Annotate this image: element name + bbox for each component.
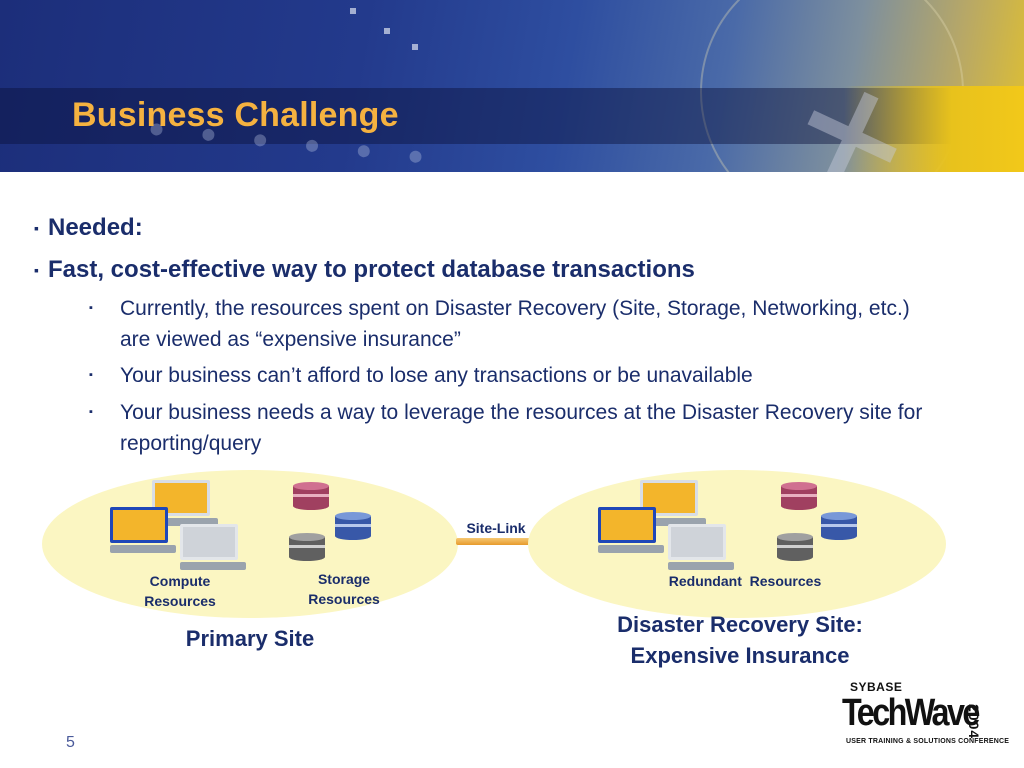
square-bullet-icon: ▪ (34, 262, 39, 278)
page-number: 5 (66, 734, 75, 751)
dr-site-ellipse (528, 470, 946, 618)
storage-resources-label: Storage Resources (284, 569, 404, 609)
square-bullet-icon: ▪ (89, 302, 93, 314)
bullet-text: Your business can’t afford to lose any t… (120, 364, 753, 387)
bullet-text: Fast, cost-effective way to protect data… (48, 256, 695, 283)
primary-site-ellipse (42, 470, 458, 618)
bullet-text: Needed: (48, 214, 143, 241)
banner-yellow-accent (844, 86, 1024, 172)
logo-brand: SYBASE (850, 680, 903, 694)
banner-dot (412, 44, 418, 50)
logo-year: 2004 (966, 704, 982, 740)
redundant-resources-label: Redundant Resources (668, 573, 822, 589)
database-icon (293, 482, 329, 510)
square-bullet-icon: ▪ (89, 369, 93, 381)
database-icon (335, 512, 371, 540)
database-icon (777, 533, 813, 561)
laptop-icon (598, 507, 664, 553)
logo-product: TechWave (842, 692, 980, 734)
computer-icon (152, 480, 218, 526)
bullet-level2: ▪ Your business needs a way to leverage … (88, 397, 938, 459)
computer-icon (180, 524, 246, 570)
label-line: Resources (144, 593, 216, 609)
logo-tagline: USER TRAINING & SOLUTIONS CONFERENCE (846, 738, 1010, 745)
techwave-logo: SYBASE TechWave 2004 USER TRAINING & SOL… (842, 680, 1009, 752)
bullet-level1: ▪ Fast, cost-effective way to protect da… (34, 256, 695, 284)
computer-icon (668, 524, 734, 570)
label-line: Compute (149, 573, 211, 589)
slide-title: Business Challenge (72, 96, 399, 134)
laptop-icon (110, 507, 176, 553)
bullet-text: Your business needs a way to leverage th… (120, 401, 923, 455)
banner-dot (350, 8, 356, 14)
site-link-label: Site-Link (466, 520, 526, 536)
bullet-level1: ▪ Needed: (34, 214, 143, 242)
title-line: Expensive Insurance (630, 643, 850, 668)
label-line: Resources (308, 591, 380, 607)
label-line: Storage (317, 571, 371, 587)
compute-resources-label: Compute Resources (120, 571, 240, 611)
header-banner: ✕ ● ● ● ● ● ● (0, 0, 1024, 172)
database-icon (821, 512, 857, 540)
dr-site-title: Disaster Recovery Site: Expensive Insura… (580, 609, 900, 671)
title-line: Disaster Recovery Site: (617, 612, 863, 637)
site-link-connector (456, 538, 534, 545)
square-bullet-icon: ▪ (34, 220, 39, 236)
database-icon (289, 533, 325, 561)
database-icon (781, 482, 817, 510)
primary-site-title: Primary Site (185, 626, 315, 651)
square-bullet-icon: ▪ (89, 406, 93, 418)
bullet-text: Currently, the resources spent on Disast… (120, 297, 910, 351)
bullet-level2: ▪ Currently, the resources spent on Disa… (88, 293, 938, 355)
bullet-level2: ▪ Your business can’t afford to lose any… (88, 360, 938, 391)
banner-dot (384, 28, 390, 34)
